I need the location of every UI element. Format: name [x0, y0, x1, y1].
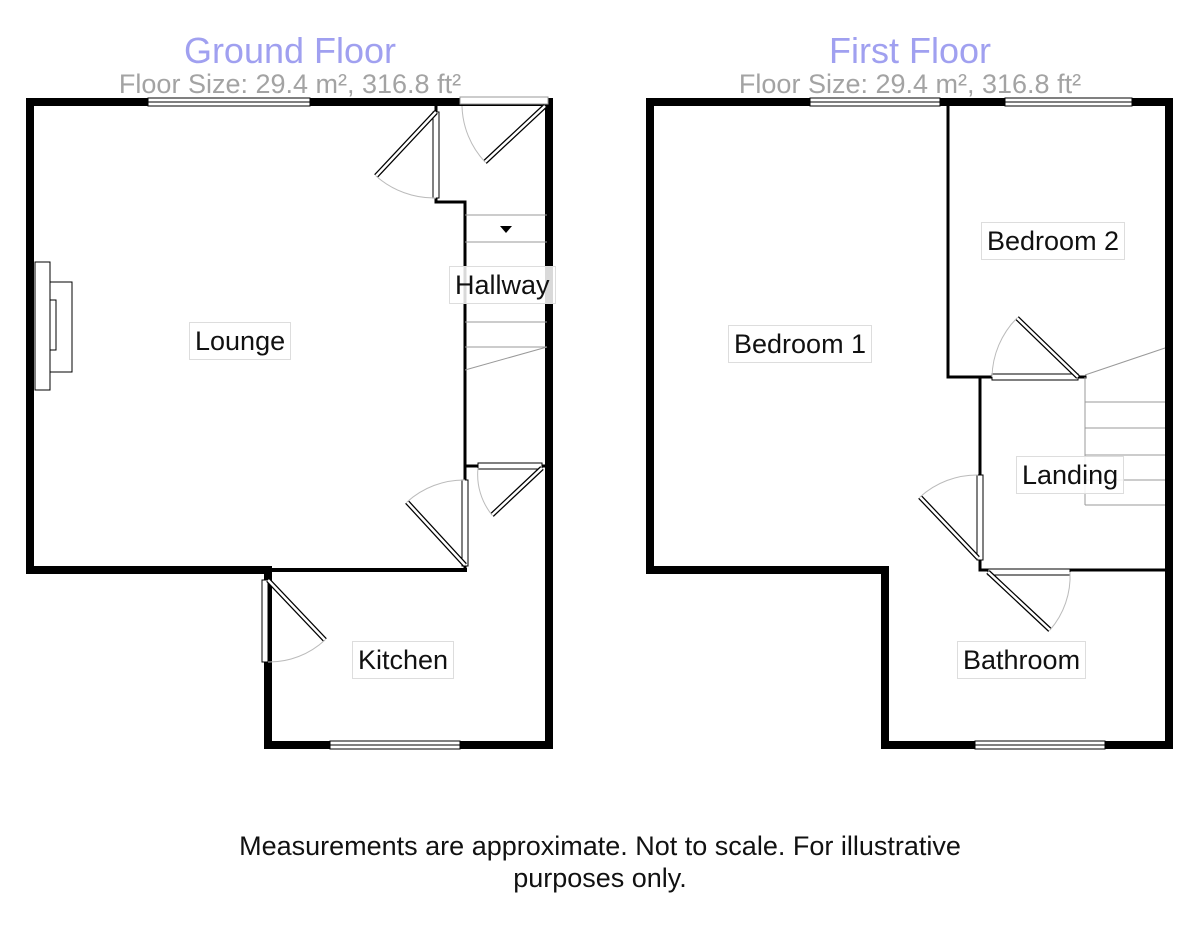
ground-floor-walls [26, 98, 553, 749]
door-lounge-hall [374, 110, 440, 199]
first-floor-walls [646, 98, 1173, 749]
door-lounge-kitchen [405, 479, 469, 567]
door-hall-kitchen [477, 462, 544, 517]
window-lounge [147, 97, 311, 107]
door-bathroom [986, 568, 1071, 632]
window-bedroom2 [1004, 97, 1133, 107]
window-kitchen [329, 740, 461, 750]
room-label-kitchen: Kitchen [352, 641, 455, 679]
room-label-hallway: Hallway [449, 266, 556, 304]
room-label-bedroom1: Bedroom 1 [728, 325, 873, 363]
window-bathroom [974, 740, 1106, 750]
stairs-ground [464, 214, 548, 371]
door-front [461, 104, 547, 164]
room-label-lounge: Lounge [189, 322, 292, 360]
door-bedroom2 [991, 316, 1080, 381]
room-label-bedroom2: Bedroom 2 [981, 222, 1126, 260]
room-label-landing: Landing [1016, 456, 1125, 494]
front-door-opening [459, 96, 549, 105]
door-bedroom1 [918, 474, 984, 561]
disclaimer-line-2: purposes only. [513, 863, 687, 893]
ground-floor-size: Floor Size: 29.4 m², 316.8 ft² [118, 69, 462, 99]
window-bedroom1 [809, 97, 941, 107]
room-label-bathroom: Bathroom [957, 641, 1087, 679]
disclaimer-line-1: Measurements are approximate. Not to sca… [239, 831, 961, 861]
stairs-arrow-icon [500, 226, 512, 233]
disclaimer: Measurements are approximate. Not to sca… [150, 830, 1050, 894]
fireplace [34, 261, 73, 391]
first-floor-size: Floor Size: 29.4 m², 316.8 ft² [738, 69, 1082, 99]
ground-floor-title: Ground Floor [183, 30, 397, 71]
door-kitchen [261, 578, 327, 663]
first-floor-title: First Floor [829, 30, 991, 71]
